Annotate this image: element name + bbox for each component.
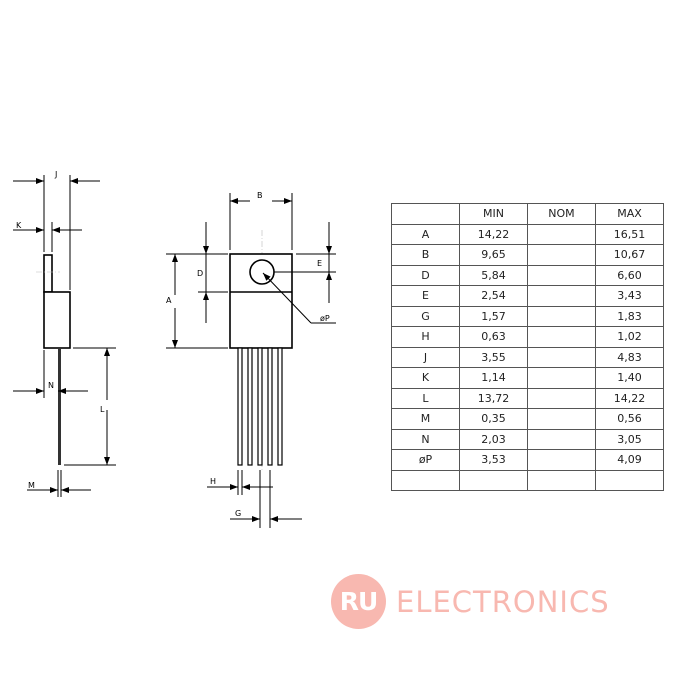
table-cell <box>391 469 460 491</box>
table-cell: 4,83 <box>595 346 664 368</box>
dim-label-d: D <box>197 269 203 278</box>
table-cell <box>527 387 596 409</box>
table-cell <box>527 346 596 368</box>
table-row <box>391 469 664 491</box>
table-cell: E <box>391 285 460 307</box>
dim-label-p: øP <box>320 314 330 323</box>
side-view: J K N L M <box>13 170 116 497</box>
table-cell <box>527 469 596 491</box>
table-cell: A <box>391 223 460 245</box>
table-cell: 1,57 <box>459 305 528 327</box>
table-cell <box>527 428 596 450</box>
table-cell: 9,65 <box>459 244 528 266</box>
table-cell <box>527 408 596 430</box>
table-cell: G <box>391 305 460 327</box>
table-cell: 14,22 <box>595 387 664 409</box>
dim-label-a: A <box>166 296 172 305</box>
table-cell <box>527 223 596 245</box>
dim-label-e: E <box>317 259 322 268</box>
table-cell <box>459 469 528 491</box>
dim-label-n: N <box>48 381 54 390</box>
table-cell: 1,83 <box>595 305 664 327</box>
table-cell: M <box>391 408 460 430</box>
table-cell: 3,55 <box>459 346 528 368</box>
table-cell: 14,22 <box>459 223 528 245</box>
table-cell <box>527 264 596 286</box>
dim-label-h: H <box>210 477 216 486</box>
table-cell: 16,51 <box>595 223 664 245</box>
table-cell: D <box>391 264 460 286</box>
table-cell: 3,53 <box>459 449 528 471</box>
table-cell <box>595 469 664 491</box>
table-cell <box>527 305 596 327</box>
table-cell <box>527 326 596 348</box>
front-view: B A D E øP H G <box>166 191 336 528</box>
table-cell <box>527 244 596 266</box>
table-cell: 0,35 <box>459 408 528 430</box>
ru-electronics-logo: RU ELECTRONICS <box>331 574 610 629</box>
logo-badge: RU <box>331 574 386 629</box>
table-cell: 0,63 <box>459 326 528 348</box>
table-cell: H <box>391 326 460 348</box>
table-cell: 1,40 <box>595 367 664 389</box>
table-cell: 5,84 <box>459 264 528 286</box>
table-cell <box>527 449 596 471</box>
table-cell: 2,03 <box>459 428 528 450</box>
table-cell: 13,72 <box>459 387 528 409</box>
table-cell: N <box>391 428 460 450</box>
table-cell: 1,02 <box>595 326 664 348</box>
header-cell: NOM <box>527 203 596 225</box>
table-cell <box>527 367 596 389</box>
table-cell: 2,54 <box>459 285 528 307</box>
table-cell: 3,43 <box>595 285 664 307</box>
dim-label-m: M <box>28 481 35 490</box>
dim-label-k: K <box>16 221 22 230</box>
table-cell: 4,09 <box>595 449 664 471</box>
table-cell: 0,56 <box>595 408 664 430</box>
dim-label-l: L <box>100 405 105 414</box>
header-cell: MAX <box>595 203 664 225</box>
table-cell: K <box>391 367 460 389</box>
table-cell: J <box>391 346 460 368</box>
table-cell: 6,60 <box>595 264 664 286</box>
dim-label-b: B <box>257 191 263 200</box>
table-cell: 1,14 <box>459 367 528 389</box>
table-cell: 10,67 <box>595 244 664 266</box>
header-cell <box>391 203 460 225</box>
table-cell: L <box>391 387 460 409</box>
table-cell: B <box>391 244 460 266</box>
table-cell <box>527 285 596 307</box>
dim-label-g: G <box>235 509 241 518</box>
header-cell: MIN <box>459 203 528 225</box>
table-cell: øP <box>391 449 460 471</box>
logo-text: ELECTRONICS <box>396 584 610 619</box>
dim-label-j: J <box>54 170 57 179</box>
table-cell: 3,05 <box>595 428 664 450</box>
